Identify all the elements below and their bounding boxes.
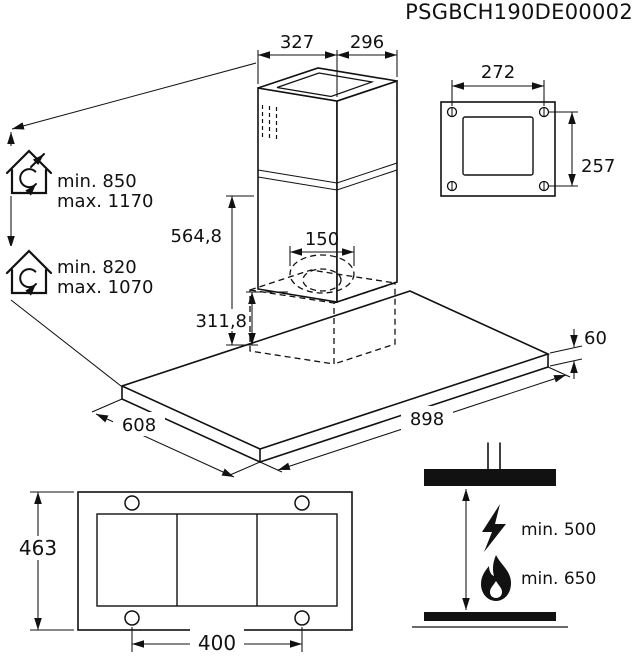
clearance-gas-label: min. 650 [521,569,596,589]
dim-bracket-height-label: 257 [581,156,615,177]
product-code: PSGBCH190DE00002 [405,0,633,24]
dim-top-depth-label: 296 [350,32,384,53]
dim-base-depth-label: 608 [122,415,156,436]
dim-base-width: 898 [259,366,571,473]
exhaust-max-height-label: max. 1170 [57,191,153,212]
house-recirculation-icon [5,246,53,296]
chimney-seam-lower [257,169,398,191]
lightning-icon [482,504,506,552]
base-plate [119,290,551,463]
dim-base-thickness: 60 [549,328,607,379]
dim-duct-diameter-label: 150 [305,229,339,250]
flame-icon [481,555,511,601]
dim-bracket-width-label: 272 [481,62,515,83]
chimney-top-opening [276,72,375,98]
dim-base-width-label: 898 [410,409,444,430]
dim-bracket-width: 272 [451,62,545,106]
house-exhaust-icon [5,146,53,196]
dim-base-thickness-label: 60 [584,328,607,349]
dim-duct-diameter: 150 [289,229,355,266]
mounting-plate-detail: 463 400 [14,491,353,655]
dim-hole-spacing-label: 400 [198,631,236,655]
hood-side-profile [424,469,556,486]
dim-chimney-height-label: 564,8 [170,226,222,247]
dim-bracket-height: 257 [549,111,615,187]
dim-top-width-label: 327 [280,32,314,53]
hob-side-profile [424,612,556,621]
mounting-holes [124,495,310,626]
chimney-seam-upper [257,162,398,184]
ceiling-bracket-detail: 272 257 [440,62,615,197]
exhaust-min-height-label: min. 850 [57,171,137,192]
vent-grille [261,105,278,139]
dim-top-depth: 296 [337,32,397,59]
recirculation-max-height-label: max. 1070 [57,277,153,298]
dim-plate-height: 463 [14,491,74,631]
dim-body-height-label: 311,8 [195,311,247,332]
clearance-diagram: min. 500 min. 650 [412,442,596,628]
height-reference-lines [7,62,257,387]
chimney [257,67,398,304]
dim-plate-height-label: 463 [19,536,57,560]
clearance-electric-label: min. 500 [521,520,596,540]
dim-base-depth: 608 [91,398,261,478]
dim-hole-spacing: 400 [131,627,303,655]
dim-body-height: 311,8 [193,291,288,345]
bracket-screw-holes [446,106,550,192]
recirculation-min-height-label: min. 820 [57,257,137,278]
